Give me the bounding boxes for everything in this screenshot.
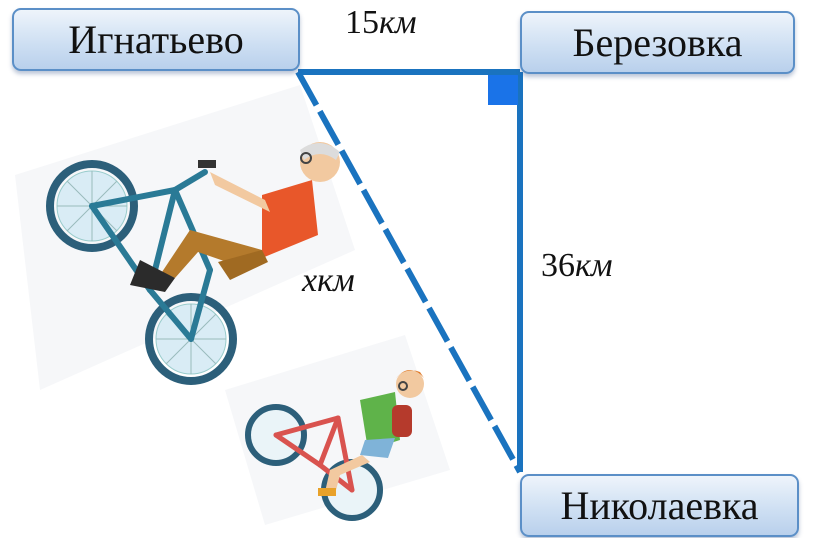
right-distance-unit: км [575,247,613,284]
elderly-cyclist-illustration [46,142,340,385]
boy-cyclist-illustration [245,370,424,521]
right-angle-marker [488,75,518,105]
top-distance-unit: км [379,4,417,41]
hypotenuse-line [295,70,523,474]
right-distance-value: 36 [541,247,575,284]
top-distance-value: 15 [345,4,379,41]
hypotenuse-unit: км [317,262,355,299]
hypotenuse-variable: x [302,262,318,299]
top-distance-label: 15км [345,4,417,42]
boy-cyclist-backdrop [225,335,450,525]
town-label-ignatyevo: Игнатьево [12,8,300,71]
town-label-berezovka: Березовка [520,11,795,74]
hypotenuse-distance-label: xкм [302,262,355,300]
right-distance-label: 36км [541,247,613,285]
town-label-nikolaevka: Николаевка [520,474,799,537]
